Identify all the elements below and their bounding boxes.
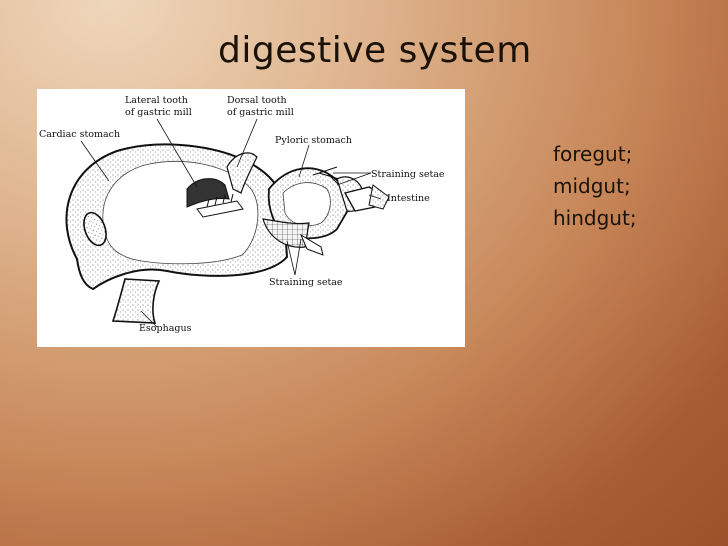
diagram-illustration: Lateral tooth of gastric mill Dorsal too… [39, 95, 445, 334]
label-esophagus: Esophagus [139, 323, 192, 334]
slide-title: digestive system [218, 30, 532, 71]
bullet-list: foregut; midgut; hindgut; [553, 138, 637, 234]
label-straining-setae-lower: Straining setae [269, 277, 343, 288]
label-dorsal-tooth-sub: of gastric mill [227, 107, 294, 118]
straining-setae-grid [262, 218, 310, 248]
bullet-midgut: midgut; [553, 174, 631, 198]
label-dorsal-tooth: Dorsal tooth [227, 95, 287, 106]
bullet-hindgut: hindgut; [553, 206, 637, 230]
label-lateral-tooth: Lateral tooth [125, 95, 188, 106]
esophagus-shape [111, 278, 161, 324]
bullet-foregut: foregut; [553, 142, 633, 166]
label-intestine: Intestine [387, 193, 430, 204]
label-lateral-tooth-sub: of gastric mill [125, 107, 192, 118]
label-cardiac-stomach: Cardiac stomach [39, 129, 120, 140]
label-straining-setae-upper: Straining setae [371, 169, 445, 180]
digestive-system-diagram: Lateral tooth of gastric mill Dorsal too… [37, 89, 465, 347]
label-pyloric-stomach: Pyloric stomach [275, 135, 352, 146]
